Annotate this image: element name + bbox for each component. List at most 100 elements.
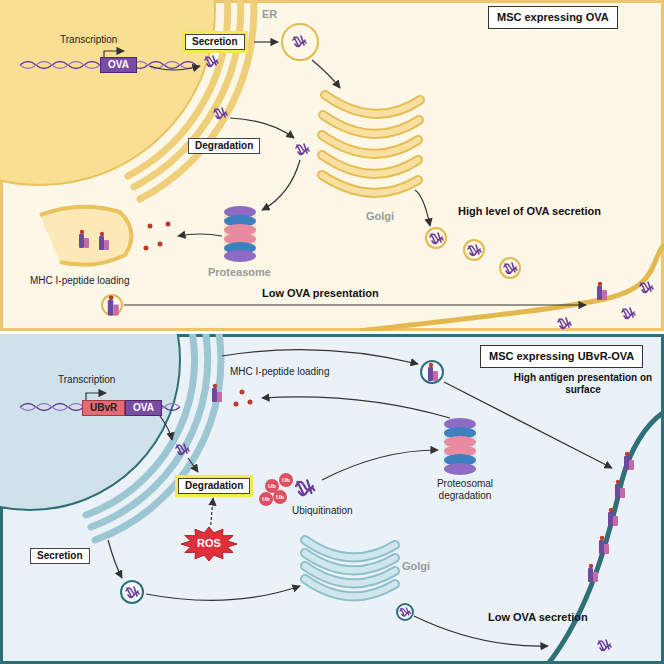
top-cell-part [102, 295, 122, 315]
top-cell-part [148, 224, 153, 229]
bottom-cell-part [279, 473, 293, 487]
bottom-cell-part [91, 334, 208, 527]
bottom-cell-part [421, 361, 443, 383]
bottom-cell-part [305, 553, 395, 570]
text-label: ER [262, 8, 277, 21]
bottom-cell-part [248, 400, 253, 405]
node-text: ROS [197, 537, 221, 550]
bottom-cell-part [624, 452, 634, 470]
title-box: MSC expressing OVA [488, 6, 618, 29]
top-cell-part [322, 155, 418, 174]
bottom-cell-part [212, 384, 222, 402]
bottom-cell-part [305, 553, 395, 570]
node-text: MSC expressing OVA [497, 11, 609, 24]
ubiquitin-tag: Ub [273, 493, 287, 501]
process-box: Degradation [188, 138, 260, 154]
top-arrows-part [150, 66, 200, 70]
bottom-cell-part [444, 463, 476, 475]
ubiquitin-tag: Ub [265, 482, 279, 490]
top-cell-part [468, 245, 481, 256]
bottom-cell-part [95, 334, 221, 540]
top-cell-part [79, 230, 89, 248]
bottom-cell-part [428, 363, 438, 381]
top-arrows [104, 42, 586, 305]
text-label: Transcription [60, 34, 117, 46]
top-cell [0, 0, 664, 331]
bottom-arrows-part [108, 540, 122, 578]
bottom-panel-part [2, 336, 663, 663]
top-cell-part [166, 222, 171, 227]
top-cell-part [322, 135, 418, 154]
bottom-arrows-part [188, 458, 198, 472]
top-arrows-part [178, 234, 222, 236]
bottom-cell-part [121, 581, 143, 603]
text-label: High level of OVA secretion [458, 205, 601, 218]
bottom-cell-part [176, 444, 189, 455]
bottom-cell-part [273, 490, 287, 504]
bottom-cell-part [234, 402, 239, 407]
bottom-arrows-part [222, 350, 418, 364]
text-label: Ubiquitination [292, 505, 353, 517]
top-cell-part [40, 207, 131, 265]
top-arrows-part [254, 41, 278, 42]
top-cell-part [322, 135, 418, 154]
bottom-arrows-part [160, 416, 172, 440]
top-cell-part [282, 24, 318, 60]
gene-box: OVA [125, 400, 162, 416]
bottom-cell-part [608, 508, 618, 526]
bottom-cell-part [444, 418, 476, 475]
top-arrows-part [415, 190, 430, 226]
bottom-arrows-part [146, 586, 300, 600]
bottom-cell-part [548, 412, 664, 664]
top-cell-part [158, 242, 163, 247]
top-cell-part [224, 250, 256, 262]
text-label: Proteasome [208, 266, 271, 279]
bottom-cell-part [599, 536, 609, 554]
top-cell-part [99, 232, 109, 250]
node-text: OVA [108, 59, 129, 71]
text-label: MHC I-peptide loading [228, 366, 332, 378]
top-cell-part [323, 115, 419, 134]
bottom-cell-part [615, 480, 625, 498]
top-cell-part [224, 206, 256, 262]
node-text: Secretion [37, 550, 83, 562]
node-text: OVA [133, 402, 154, 414]
top-cell-part [597, 282, 607, 300]
top-cell-part [224, 206, 256, 262]
top-cell-part [640, 282, 653, 293]
top-cell-part [500, 258, 520, 278]
bottom-panel [2, 336, 663, 663]
text-label: Transcription [58, 374, 115, 386]
top-cell-part [144, 246, 149, 251]
bottom-arrows-part [86, 393, 106, 400]
top-arrows-part [230, 118, 294, 138]
process-box: Degradation [178, 478, 250, 494]
top-cell-part [622, 308, 635, 319]
text-label: Low OVA presentation [262, 287, 379, 300]
process-box: Secretion [185, 34, 245, 50]
dashed-arrow [211, 498, 213, 525]
text-label: MHC I-peptide loading [30, 275, 130, 287]
top-cell-part [426, 228, 446, 248]
top-arrows-part [124, 304, 586, 305]
bottom-arrows-part [262, 397, 450, 418]
bottom-cell-part [305, 566, 395, 583]
bottom-cell-part [296, 480, 314, 495]
bottom-cell-part [305, 540, 395, 557]
top-cell-part [134, 0, 241, 187]
top-cell-part [323, 115, 419, 134]
title-box: MSC expressing UBvR-OVA [480, 345, 643, 368]
top-cell-part [325, 95, 420, 114]
ubiquitin-tag: Ub [259, 495, 273, 503]
top-arrows-part [312, 60, 340, 88]
top-cell-part [108, 295, 119, 315]
top-cell-part [140, 0, 254, 199]
top-cell-part [0, 0, 215, 185]
bottom-cell-part [259, 492, 273, 506]
bottom-cell-part [400, 608, 410, 616]
text-label: High antigen presentation on surface [508, 372, 658, 396]
top-cell-part [322, 175, 418, 193]
top-cell-part [322, 155, 418, 174]
